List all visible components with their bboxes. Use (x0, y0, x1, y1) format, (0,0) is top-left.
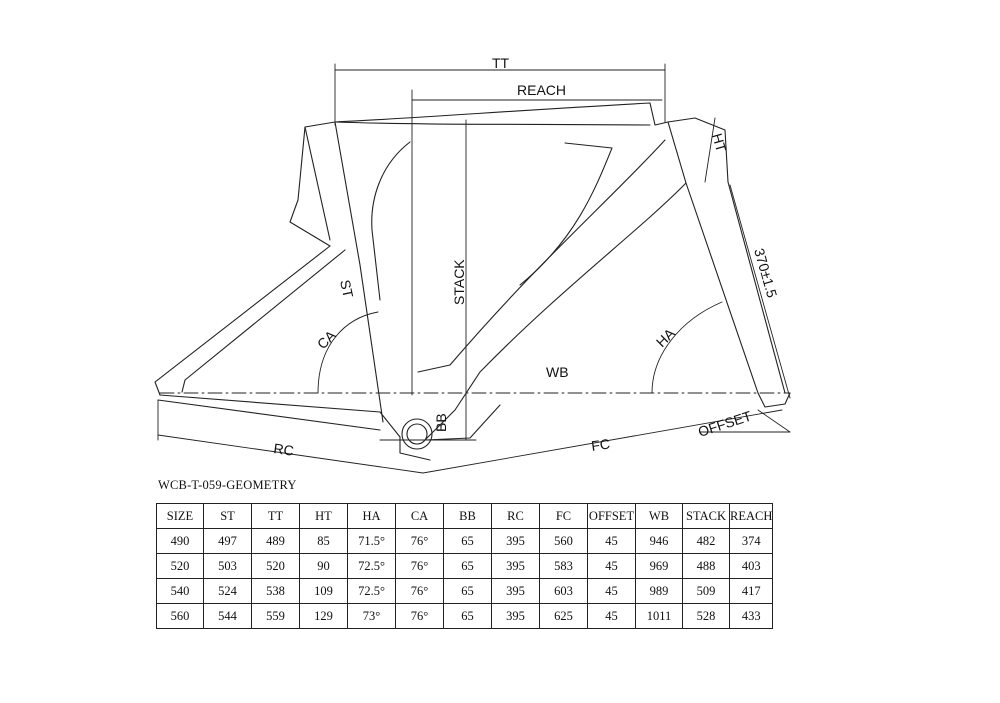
cell-stack: 482 (682, 528, 730, 554)
cell-rc: 395 (491, 528, 540, 554)
cell-rc: 395 (491, 603, 540, 629)
cell-fc: 560 (539, 528, 588, 554)
header-size: SIZE (156, 503, 204, 529)
dimension-lines (157, 63, 791, 474)
header-rc: RC (491, 503, 540, 529)
cell-size: 520 (156, 553, 204, 579)
cell-st: 503 (203, 553, 252, 579)
cell-fc: 583 (539, 553, 588, 579)
header-wb: WB (635, 503, 683, 529)
cell-size: 560 (156, 603, 204, 629)
cell-size: 540 (156, 578, 204, 604)
cell-rc: 395 (491, 578, 540, 604)
label-st: ST (337, 278, 356, 299)
cell-stack: 509 (682, 578, 730, 604)
cell-wb: 969 (635, 553, 683, 579)
cell-st: 497 (203, 528, 252, 554)
cell-offset: 45 (587, 603, 636, 629)
cell-bb: 65 (443, 528, 492, 554)
header-bb: BB (443, 503, 492, 529)
label-ht: HT (709, 131, 730, 154)
header-st: ST (203, 503, 252, 529)
cell-reach: 374 (728, 528, 774, 554)
geometry-title: WCB-T-059-GEOMETRY (158, 478, 297, 492)
cell-ht: 85 (299, 528, 348, 554)
header-stack: STACK (682, 503, 730, 529)
cell-wb: 1011 (635, 603, 683, 629)
cell-fc: 603 (539, 578, 588, 604)
cell-offset: 45 (587, 578, 636, 604)
cell-fc: 625 (539, 603, 588, 629)
cell-bb: 65 (443, 578, 492, 604)
label-ca: CA (314, 327, 340, 353)
label-fork-length: 370±1.5 (751, 246, 780, 299)
cell-tt: 559 (251, 603, 300, 629)
label-offset: OFFSET (696, 407, 754, 439)
cell-reach: 403 (728, 553, 774, 579)
header-ha: HA (347, 503, 396, 529)
frame-geometry-diagram: TT REACH HT 370±1.5 ST STACK CA HA WB BB… (154, 55, 791, 474)
cell-offset: 45 (587, 553, 636, 579)
cell-reach: 433 (728, 603, 774, 629)
header-tt: TT (251, 503, 300, 529)
cell-tt: 520 (251, 553, 300, 579)
cell-tt: 489 (251, 528, 300, 554)
header-reach: REACH (728, 503, 774, 529)
cell-size: 490 (156, 528, 204, 554)
cell-st: 544 (203, 603, 252, 629)
label-fc: FC (590, 436, 611, 454)
label-rc: RC (273, 440, 295, 459)
cell-wb: 946 (635, 528, 683, 554)
cell-wb: 989 (635, 578, 683, 604)
label-ha: HA (653, 325, 679, 351)
cell-ht: 90 (299, 553, 348, 579)
cell-ha: 71.5° (347, 528, 396, 554)
header-offset: OFFSET (587, 503, 636, 529)
cell-ca: 76° (395, 578, 444, 604)
cell-offset: 45 (587, 528, 636, 554)
cell-ca: 76° (395, 553, 444, 579)
cell-ha: 72.5° (347, 578, 396, 604)
cell-tt: 538 (251, 578, 300, 604)
cell-bb: 65 (443, 603, 492, 629)
cell-ca: 76° (395, 528, 444, 554)
cell-st: 524 (203, 578, 252, 604)
cell-ha: 73° (347, 603, 396, 629)
cell-ha: 72.5° (347, 553, 396, 579)
header-ht: HT (299, 503, 348, 529)
label-reach: REACH (517, 82, 566, 98)
cell-ht: 129 (299, 603, 348, 629)
label-stack: STACK (451, 259, 467, 305)
header-ca: CA (395, 503, 444, 529)
cell-stack: 488 (682, 553, 730, 579)
label-bb: BB (433, 413, 449, 432)
cell-bb: 65 (443, 553, 492, 579)
header-fc: FC (539, 503, 588, 529)
cell-ca: 76° (395, 603, 444, 629)
cell-rc: 395 (491, 553, 540, 579)
cell-stack: 528 (682, 603, 730, 629)
cell-ht: 109 (299, 578, 348, 604)
cell-reach: 417 (728, 578, 774, 604)
label-wb: WB (546, 364, 569, 380)
label-tt: TT (492, 55, 510, 71)
frame-outline (154, 102, 791, 461)
